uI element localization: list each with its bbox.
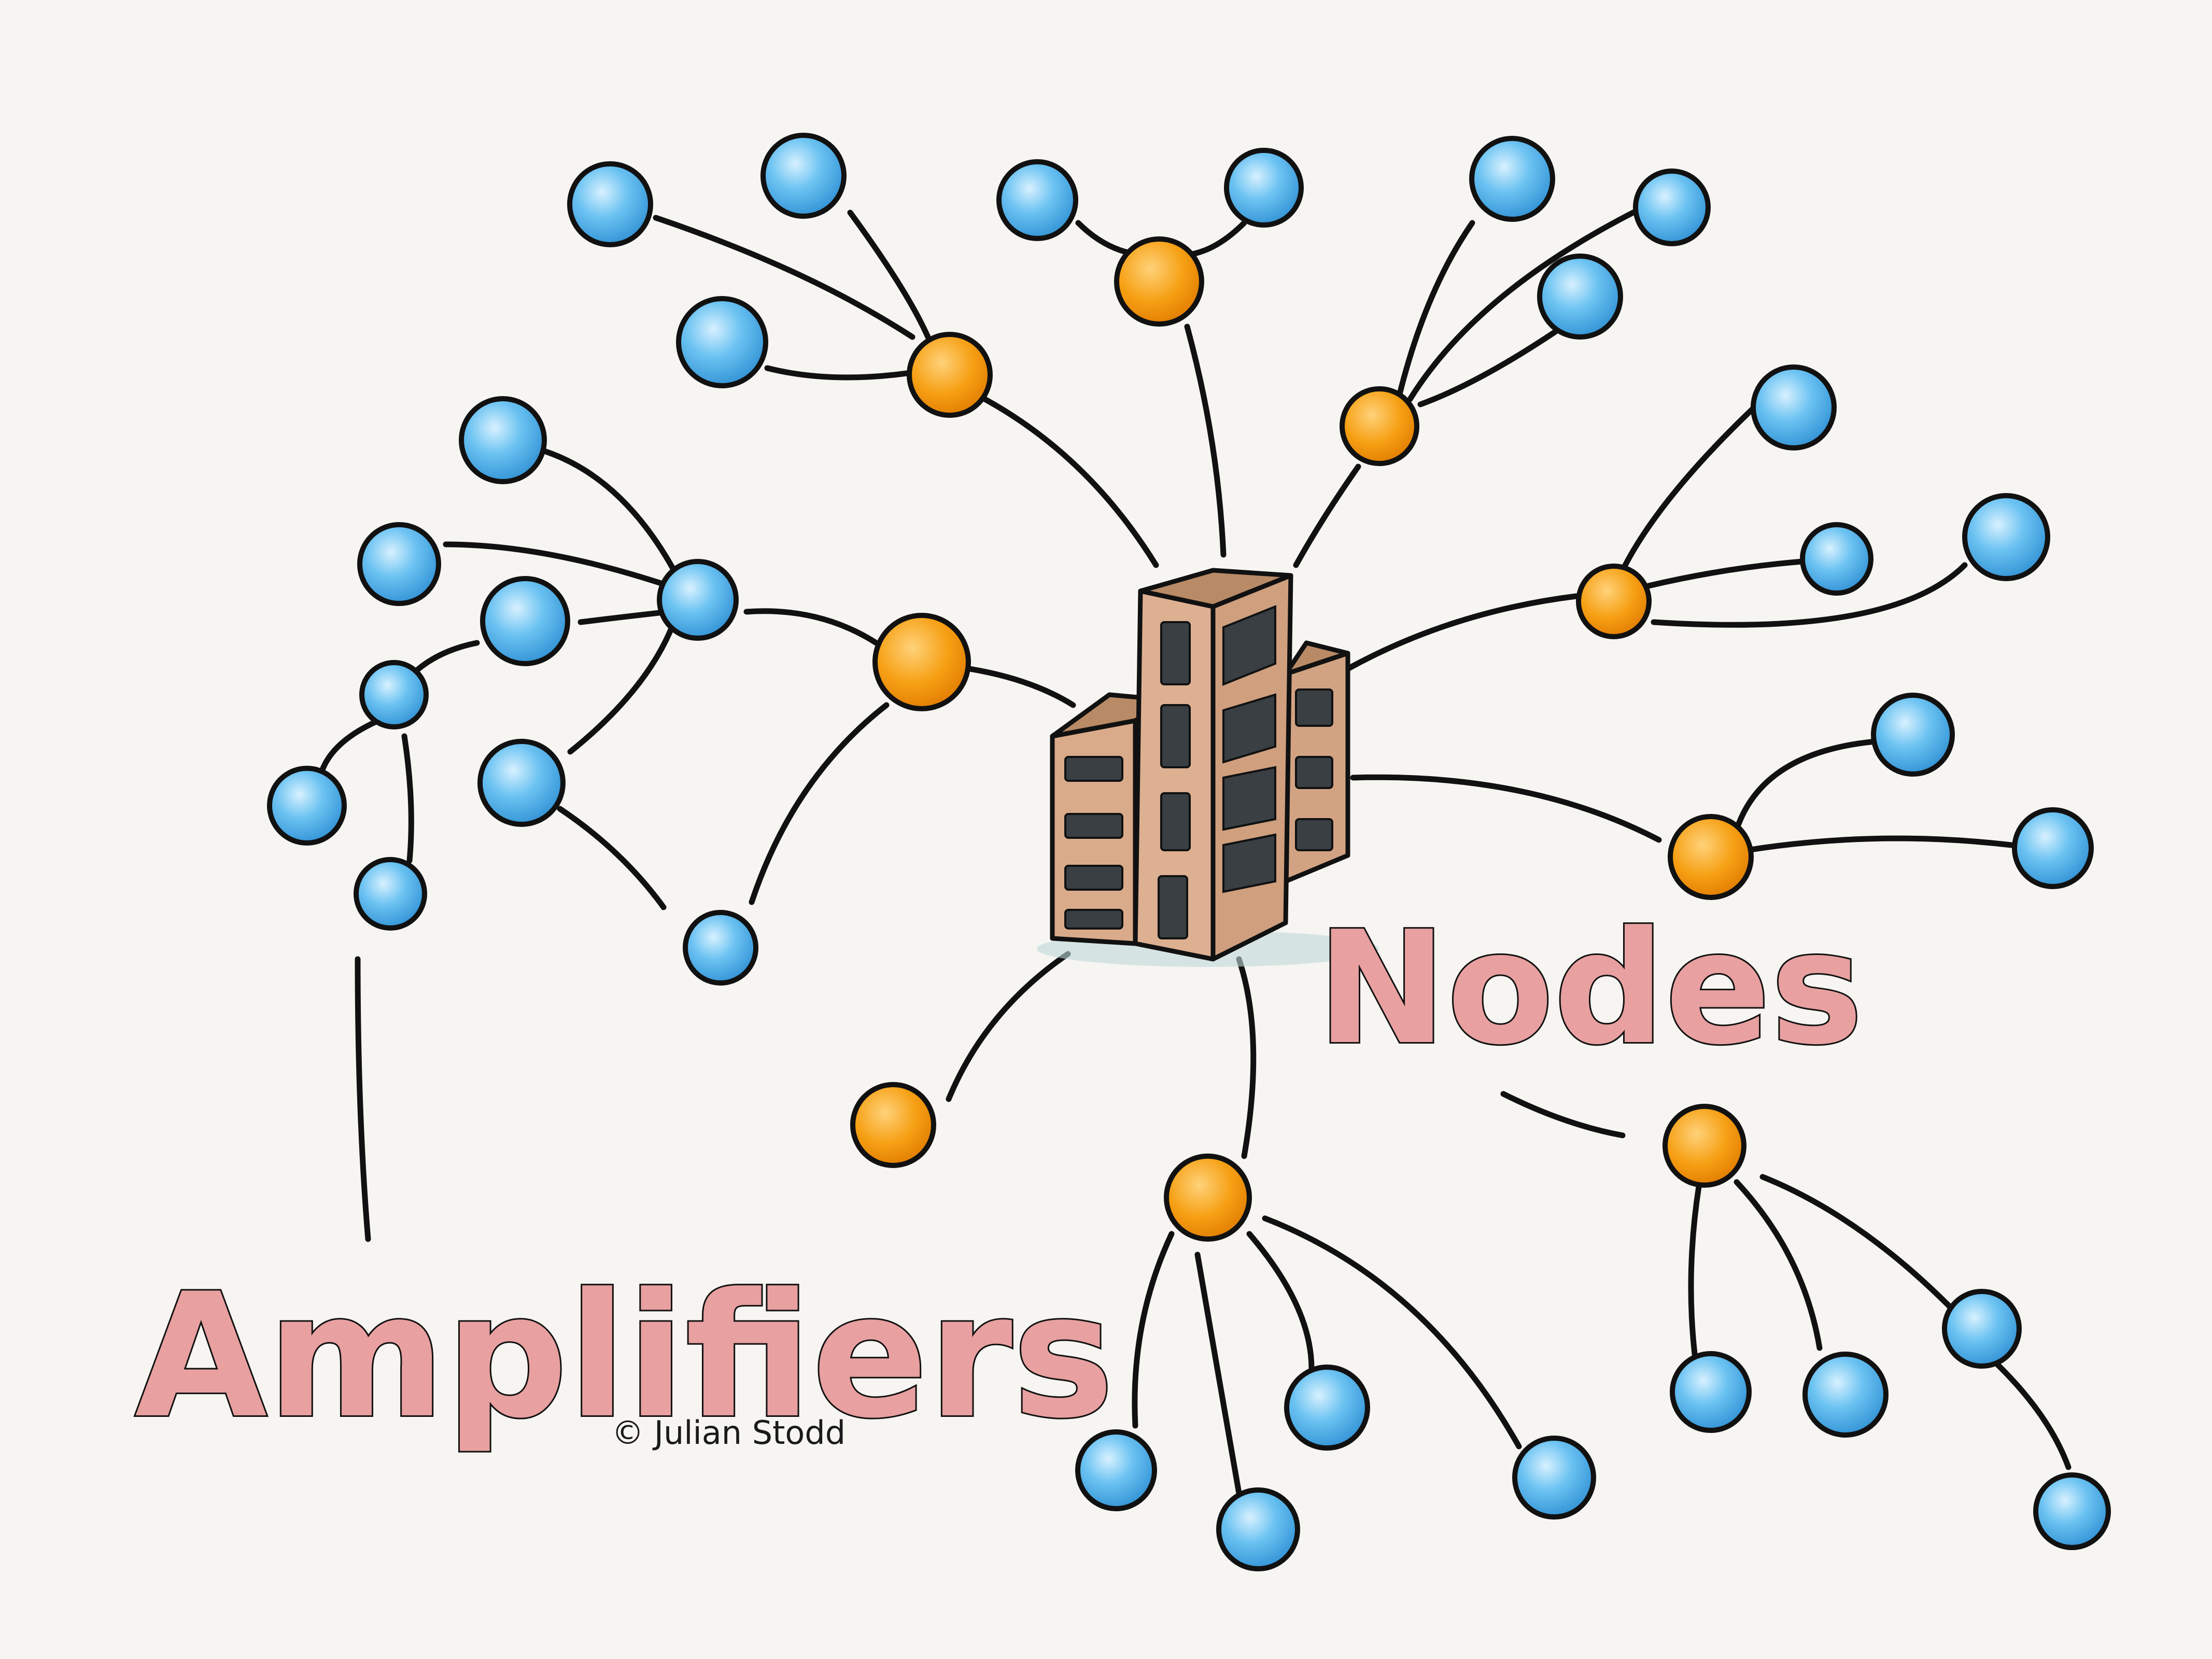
node	[1802, 1352, 1889, 1438]
node	[1871, 693, 1955, 777]
node	[676, 296, 768, 388]
amplifier-node	[850, 1082, 936, 1168]
amplifier-node	[872, 613, 971, 711]
node	[1670, 1351, 1752, 1433]
node	[567, 161, 653, 247]
amplifier-node	[1114, 236, 1204, 327]
amplifier-node	[1668, 814, 1754, 900]
nodes-label: Nodes	[1317, 898, 1863, 1079]
node	[1224, 148, 1304, 228]
node	[1633, 168, 1711, 246]
node	[2033, 1472, 2111, 1550]
node	[996, 159, 1078, 241]
amplifier-node	[1164, 1154, 1252, 1242]
amplifiers-label: Amplifiers	[135, 1257, 1114, 1456]
node	[477, 739, 566, 827]
node	[1216, 1487, 1300, 1571]
nodes	[267, 133, 2111, 1571]
node	[267, 766, 347, 846]
amplifier-node	[1576, 564, 1652, 639]
node	[1469, 136, 1555, 222]
node	[1075, 1429, 1157, 1511]
edges	[318, 204, 2072, 1496]
node	[1800, 522, 1873, 596]
credit-text: © Julian Stodd	[612, 1414, 846, 1452]
node	[1537, 254, 1623, 340]
node	[459, 396, 547, 484]
node	[359, 660, 429, 729]
amplifier-node	[907, 332, 993, 418]
node	[657, 559, 739, 641]
node	[1284, 1365, 1370, 1451]
amplifier-node	[1340, 386, 1419, 466]
node	[1942, 1289, 2022, 1369]
node	[1962, 493, 2050, 581]
node	[1751, 364, 1837, 451]
node	[2012, 807, 2094, 889]
node	[1512, 1436, 1596, 1520]
building-icon	[1037, 568, 1379, 967]
node	[480, 576, 570, 666]
amplifier-node	[1662, 1104, 1746, 1188]
node	[354, 857, 427, 931]
node	[760, 133, 847, 219]
amplifiers	[850, 236, 1754, 1242]
node	[357, 522, 441, 606]
node	[683, 910, 758, 986]
